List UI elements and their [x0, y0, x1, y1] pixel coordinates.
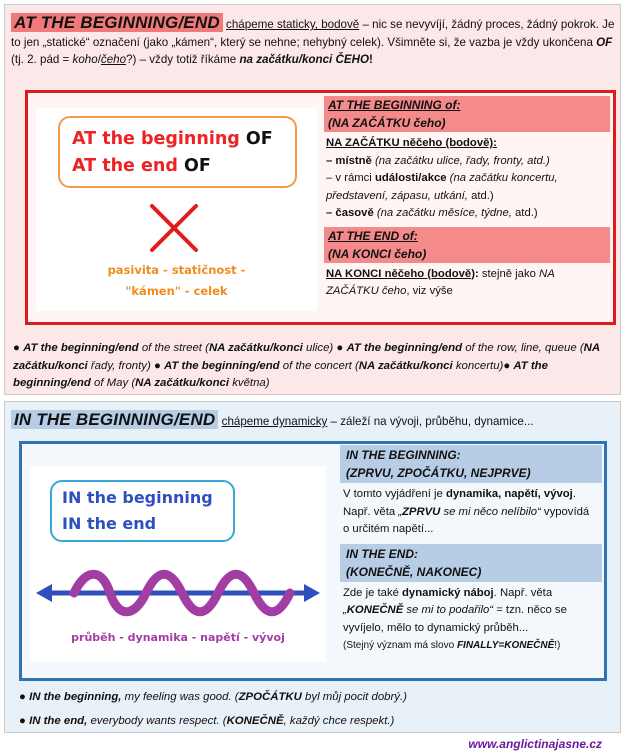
dynamic-example-1: ● IN the beginning, my feeling was good.… [19, 691, 407, 703]
static-section: AT THE BEGINNING/END chápeme staticky, b… [4, 4, 621, 395]
at-end-body: NA KONCI něčeho (bodově): stejně jako NA… [326, 267, 555, 298]
bullet-icon: ● [19, 691, 26, 703]
in-beginning-header: IN THE BEGINNING: (ZPRVU, ZPOČÁTKU, NEJP… [340, 445, 602, 483]
static-lead: chápeme staticky, bodově [226, 18, 360, 31]
in-beginning-header-line-2: (ZPRVU, ZPOČÁTKU, NEJPRVE) [346, 466, 531, 480]
in-end-header: IN THE END: (KONEČNĚ, NAKONEC) [340, 543, 602, 582]
of-keyword: OF [596, 36, 613, 50]
static-section-intro: AT THE BEGINNING/END chápeme staticky, b… [11, 11, 617, 68]
rule-time: – časově (na začátku měsíce, týdne, atd.… [326, 207, 538, 219]
website-footer: www.anglictinajasne.cz [468, 737, 602, 751]
dynamic-example-2: ● IN the end, everybody wants respect. (… [19, 715, 395, 727]
at-the-end-of-label: AT the end OF [72, 156, 211, 176]
in-the-end-label: IN the end [62, 514, 157, 533]
bullet-icon: ● [336, 342, 344, 354]
at-end-header-line-1: AT THE END of: [328, 228, 418, 243]
wavy-arrow-icon [36, 569, 320, 617]
finally-note: (Stejný význam má slovo FINALLY=KONEČNĚ!… [343, 640, 561, 651]
in-the-beginning-label: IN the beginning [62, 488, 213, 507]
bullet-icon: ● [503, 359, 511, 372]
static-examples: ● AT the beginning/end of the street (NA… [13, 342, 600, 390]
cross-icon [150, 204, 198, 252]
at-the-beginning-of-label: AT the beginning OF [72, 129, 273, 149]
dynamic-section-intro: IN THE BEGINNING/END chápeme dynamicky –… [11, 408, 617, 432]
at-beginning-header-line-2: (NA ZAČÁTKU čeho) [328, 116, 446, 130]
at-beginning-body: NA ZAČÁTKU něčeho (bodově): – místně (na… [324, 132, 610, 223]
koho-word: koho [72, 52, 98, 66]
static-intro-text-3: ?) – vždy totiž říkáme [126, 52, 240, 66]
dynamic-section: IN THE BEGINNING/END chápeme dynamicky –… [4, 401, 621, 733]
static-intro-text-2: (tj. 2. pád = [11, 52, 73, 66]
static-explanation-box: AT the beginning OF AT the end OF pasivi… [25, 90, 616, 325]
static-caption-line-2: "kámen" - celek [125, 284, 228, 298]
rule-event: – v rámci události/akce (na začátku konc… [326, 172, 558, 202]
dynamic-rules-column: IN THE BEGINNING: (ZPRVU, ZPOČÁTKU, NEJP… [340, 445, 602, 655]
in-end-body: Zde je také dynamický náboj. Např. věta … [340, 582, 602, 655]
at-end-header: AT THE END of: (NA KONCI čeho) [324, 226, 610, 263]
dynamic-explanation-box: IN the beginning IN the end průběh - dyn… [19, 441, 607, 681]
static-illustration: AT the beginning OF AT the end OF pasivi… [36, 108, 317, 311]
at-beginning-header: AT THE BEGINNING of: (NA ZAČÁTKU čeho) [324, 96, 610, 132]
bullet-icon: ● [153, 359, 161, 372]
in-beginning-body: V tomto vyjádření je dynamika, napětí, v… [343, 488, 590, 535]
static-caption: pasivita - statičnost - "kámen" - celek [36, 260, 317, 302]
bullet-icon: ● [13, 342, 20, 354]
dynamic-illustration: IN the beginning IN the end průběh - dyn… [30, 466, 326, 662]
dynamic-lead: chápeme dynamicky [221, 415, 328, 428]
ceho-word: čeho [100, 52, 127, 66]
at-beginning-header-line-1: AT THE BEGINNING of: [328, 98, 461, 112]
at-end-header-line-2: (NA KONCI čeho) [328, 246, 427, 261]
dynamic-examples: ● IN the beginning, my feeling was good.… [19, 685, 619, 733]
in-end-header-line-2: (KONEČNĚ, NAKONEC) [346, 564, 482, 579]
bullet-icon: ● [19, 715, 26, 727]
dynamic-caption: průběh - dynamika - napětí - vývoj [71, 631, 285, 644]
static-intro-text: – nic se nevyvíjí, žádný proces, žádný p… [11, 18, 615, 50]
dynamic-intro-text: – záleží na vývoji, průběhu, dynamice... [327, 415, 534, 428]
static-rules-column: AT THE BEGINNING of: (NA ZAČÁTKU čeho) N… [324, 96, 610, 301]
at-end-heading: NA KONCI něčeho (bodově) [326, 267, 475, 280]
dynamic-section-title: IN THE BEGINNING/END [11, 410, 219, 429]
exclamation: ! [368, 52, 373, 66]
at-phrases-box: AT the beginning OF AT the end OF [58, 116, 297, 188]
static-key-phrase: na začátku/konci ČEHO [239, 52, 369, 66]
static-caption-line-1: pasivita - statičnost - [107, 263, 246, 277]
static-section-title: AT THE BEGINNING/END [11, 13, 223, 32]
at-beginning-heading: NA ZAČÁTKU něčeho (bodově): [326, 137, 497, 149]
slash: / [97, 52, 101, 66]
in-phrases-box: IN the beginning IN the end [50, 480, 235, 542]
in-end-header-line-1: IN THE END: [346, 546, 418, 561]
rule-place: – místně (na začátku ulice, řady, fronty… [326, 154, 550, 167]
in-beginning-header-line-1: IN THE BEGINNING: [346, 448, 461, 462]
